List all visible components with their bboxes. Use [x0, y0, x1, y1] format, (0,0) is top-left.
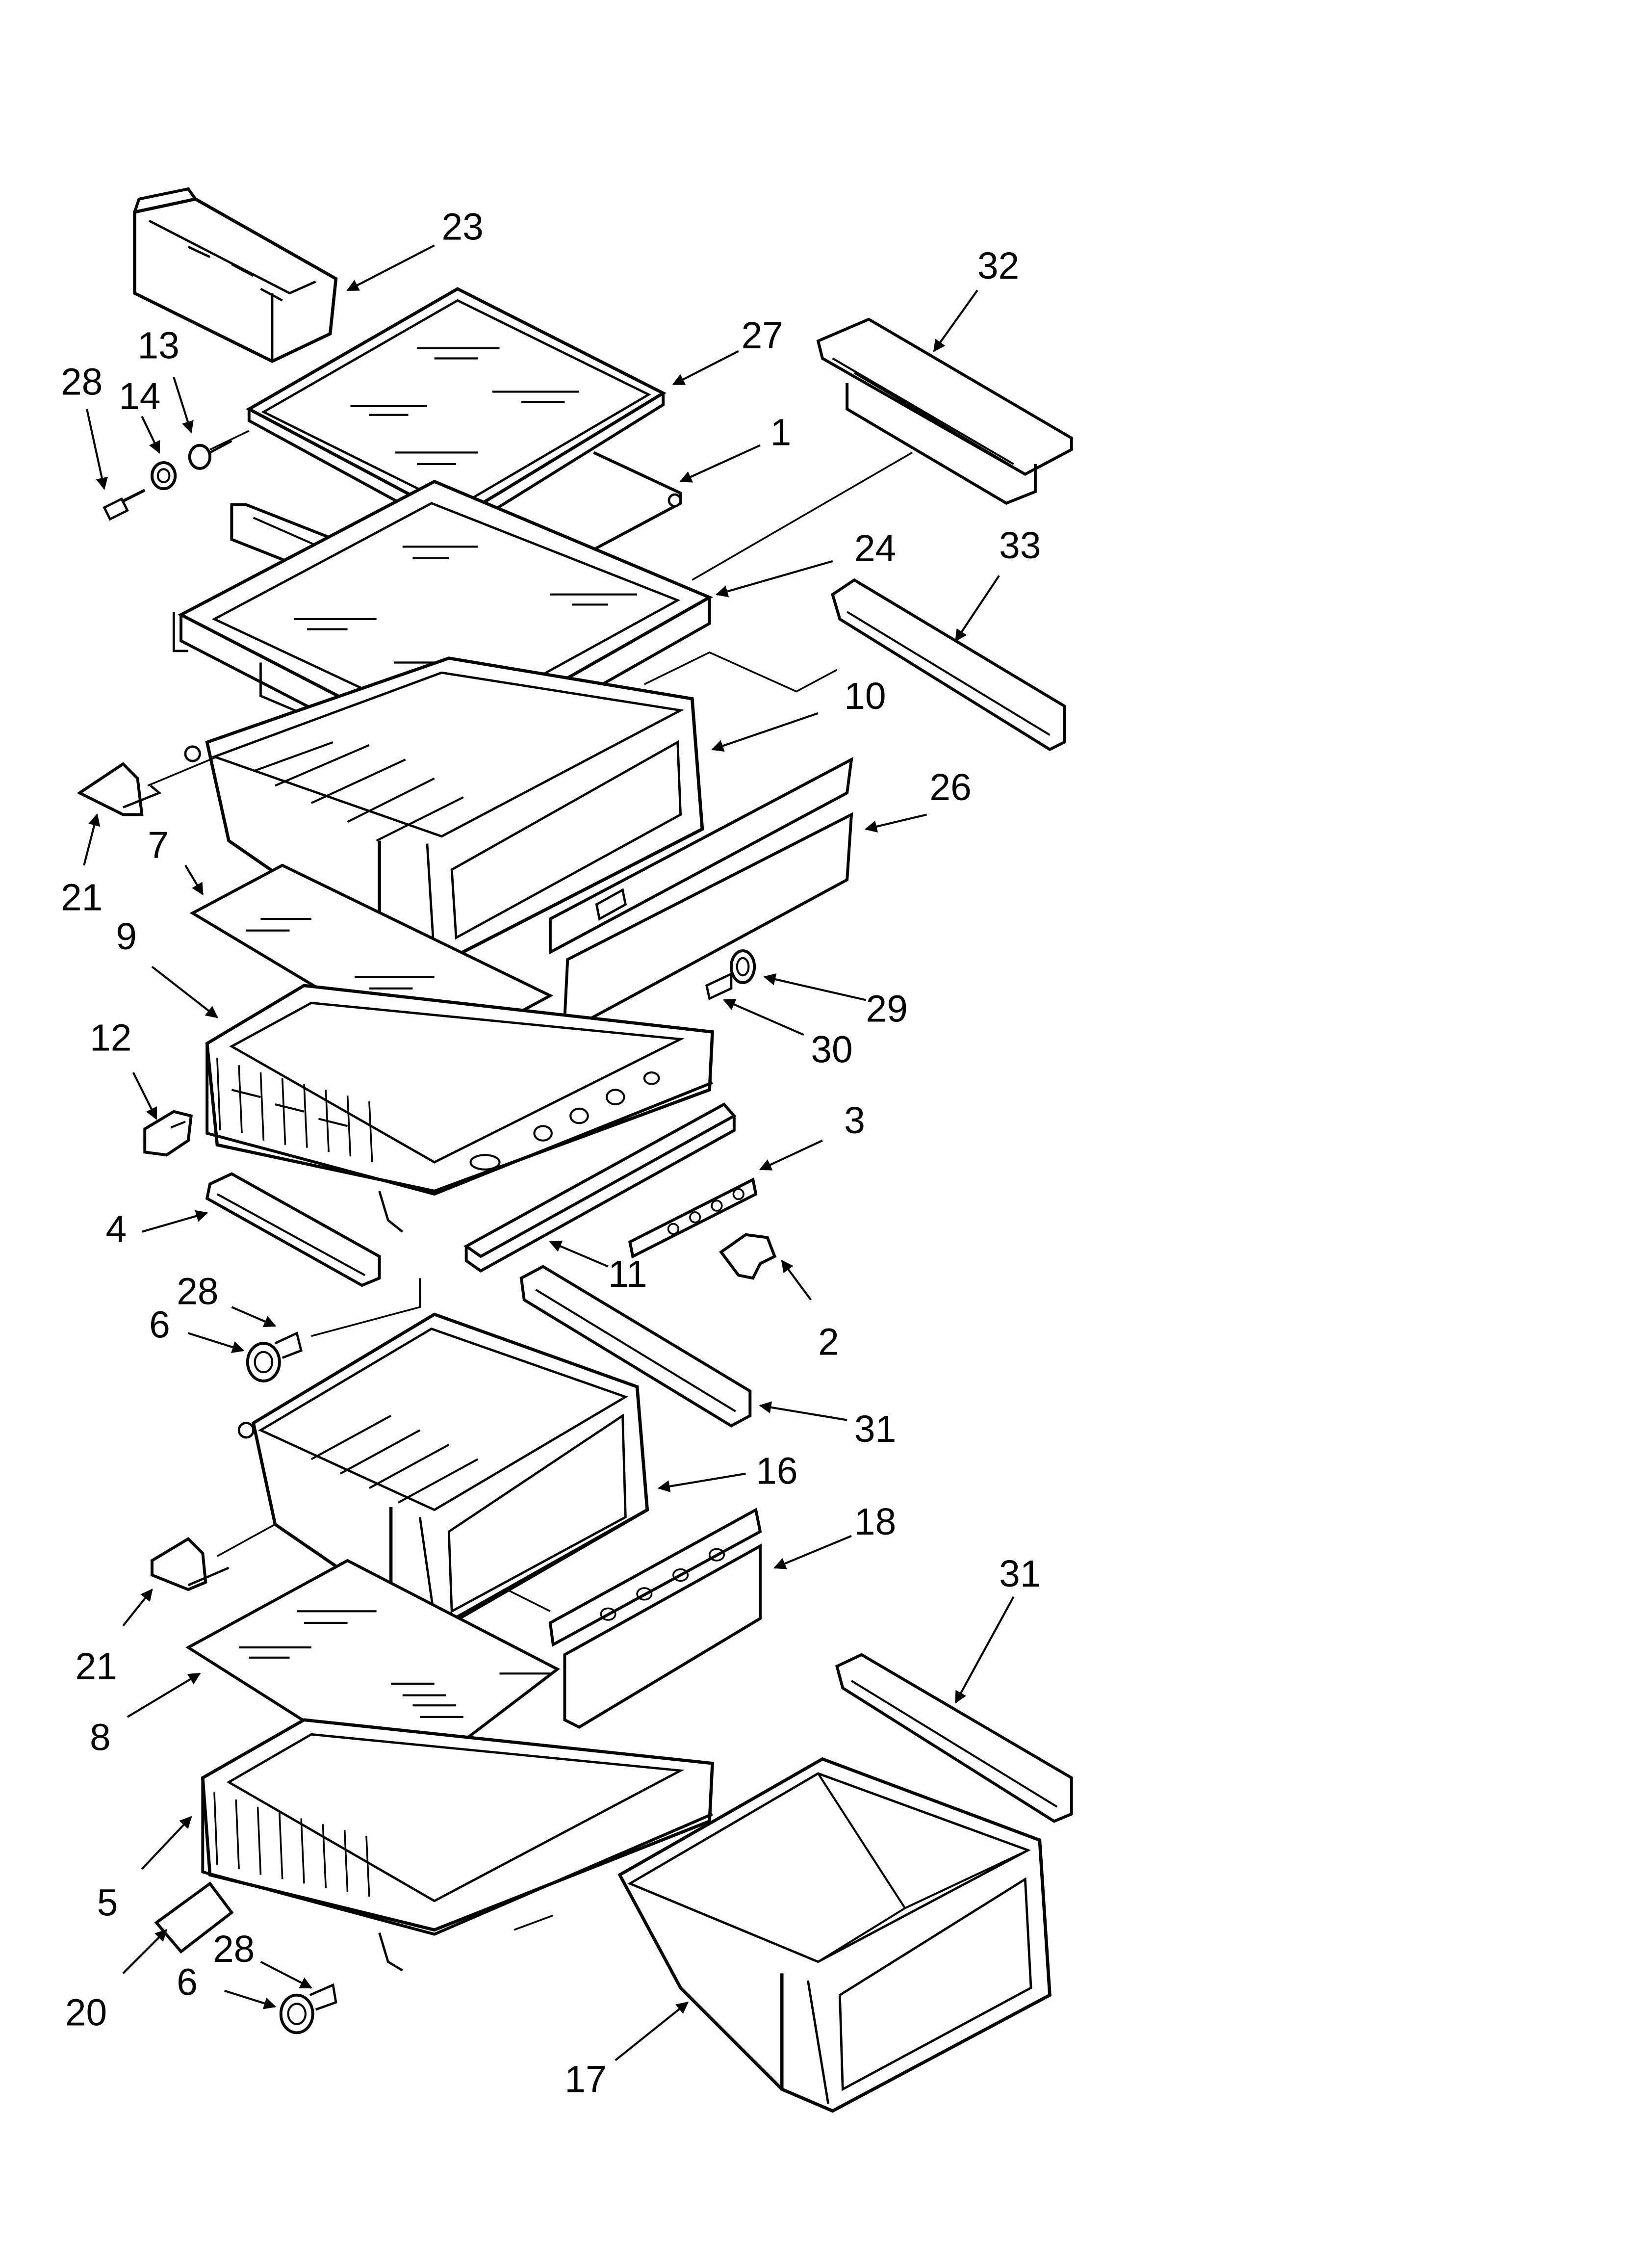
- callout-20: 20: [65, 1992, 107, 2034]
- part-14-washer: [151, 461, 177, 491]
- callout-31-lower: 31: [999, 1553, 1041, 1595]
- part-29-roller: [705, 949, 756, 1000]
- callout-28-mid: 28: [177, 1271, 218, 1312]
- callout-26: 26: [929, 767, 971, 808]
- callout-10: 10: [844, 676, 886, 717]
- callout-32: 32: [977, 245, 1019, 287]
- part-33-rail: [831, 578, 1066, 752]
- callout-7: 7: [148, 825, 169, 866]
- part-20-cover: [154, 1881, 234, 1954]
- callout-14: 14: [119, 376, 160, 417]
- callout-16: 16: [756, 1451, 797, 1492]
- part-6-wheel-upper: [246, 1331, 303, 1382]
- callout-30: 30: [811, 1029, 852, 1070]
- callout-24: 24: [854, 528, 896, 570]
- callout-1: 1: [770, 412, 792, 454]
- part-5-frame-lower: [201, 1718, 714, 1972]
- part-26-cover-front: [548, 757, 853, 1026]
- callout-28-top: 28: [61, 361, 103, 403]
- callout-28-lower: 28: [213, 1929, 255, 1970]
- callout-3: 3: [844, 1100, 865, 1142]
- callout-31-mid: 31: [854, 1408, 896, 1450]
- callout-labels: 23 27 13 28 14 32 1 24 33 10 26 21 7 9 2…: [61, 206, 1041, 2100]
- part-23-bin: [133, 187, 338, 364]
- callout-12: 12: [90, 1017, 131, 1059]
- part-32-rail-assembly: [816, 317, 1073, 505]
- part-4-support-rail: [205, 1172, 381, 1287]
- part-drawings: [77, 187, 1073, 2113]
- callout-9: 9: [116, 916, 137, 958]
- part-28-screw-top: [103, 489, 146, 521]
- assembly-lines: [147, 430, 913, 1931]
- callout-21-top: 21: [61, 877, 103, 918]
- part-3-control-plate: [628, 1177, 758, 1259]
- callout-13: 13: [137, 325, 179, 367]
- part-27-glass-shelf: [246, 287, 667, 536]
- callout-18: 18: [854, 1501, 896, 1543]
- part-17-large-drawer: [617, 1757, 1052, 2113]
- part-9-frame-upper: [205, 984, 714, 1233]
- callout-29: 29: [866, 989, 908, 1030]
- callout-27: 27: [742, 315, 783, 357]
- callout-6-upper: 6: [149, 1304, 170, 1346]
- leader-lines: [83, 244, 1015, 2061]
- callout-2: 2: [818, 1322, 839, 1363]
- part-21-clip-upper: [77, 762, 162, 816]
- part-13-bushing: [188, 440, 232, 470]
- part-11-trim-strip: [463, 1102, 737, 1273]
- part-31-rail-middle: [519, 1265, 752, 1428]
- part-12-bracket: [143, 1110, 193, 1157]
- callout-11: 11: [608, 1253, 647, 1295]
- callout-21-lower: 21: [76, 1646, 117, 1688]
- callout-23: 23: [441, 206, 483, 248]
- callout-8: 8: [90, 1717, 111, 1759]
- part-31-rail-lower: [835, 1653, 1073, 1823]
- part-2-knob: [719, 1233, 777, 1280]
- callout-4: 4: [106, 1208, 127, 1250]
- callout-5: 5: [97, 1882, 118, 1924]
- callout-17: 17: [564, 2059, 606, 2100]
- callout-6-lower: 6: [177, 1962, 198, 2004]
- part-18-cover-front: [548, 1508, 762, 1729]
- part-6-wheel-lower: [279, 1983, 337, 2034]
- part-16-drawer: [237, 1312, 649, 1631]
- part-21-clip-lower: [151, 1537, 230, 1591]
- callout-33: 33: [999, 525, 1041, 567]
